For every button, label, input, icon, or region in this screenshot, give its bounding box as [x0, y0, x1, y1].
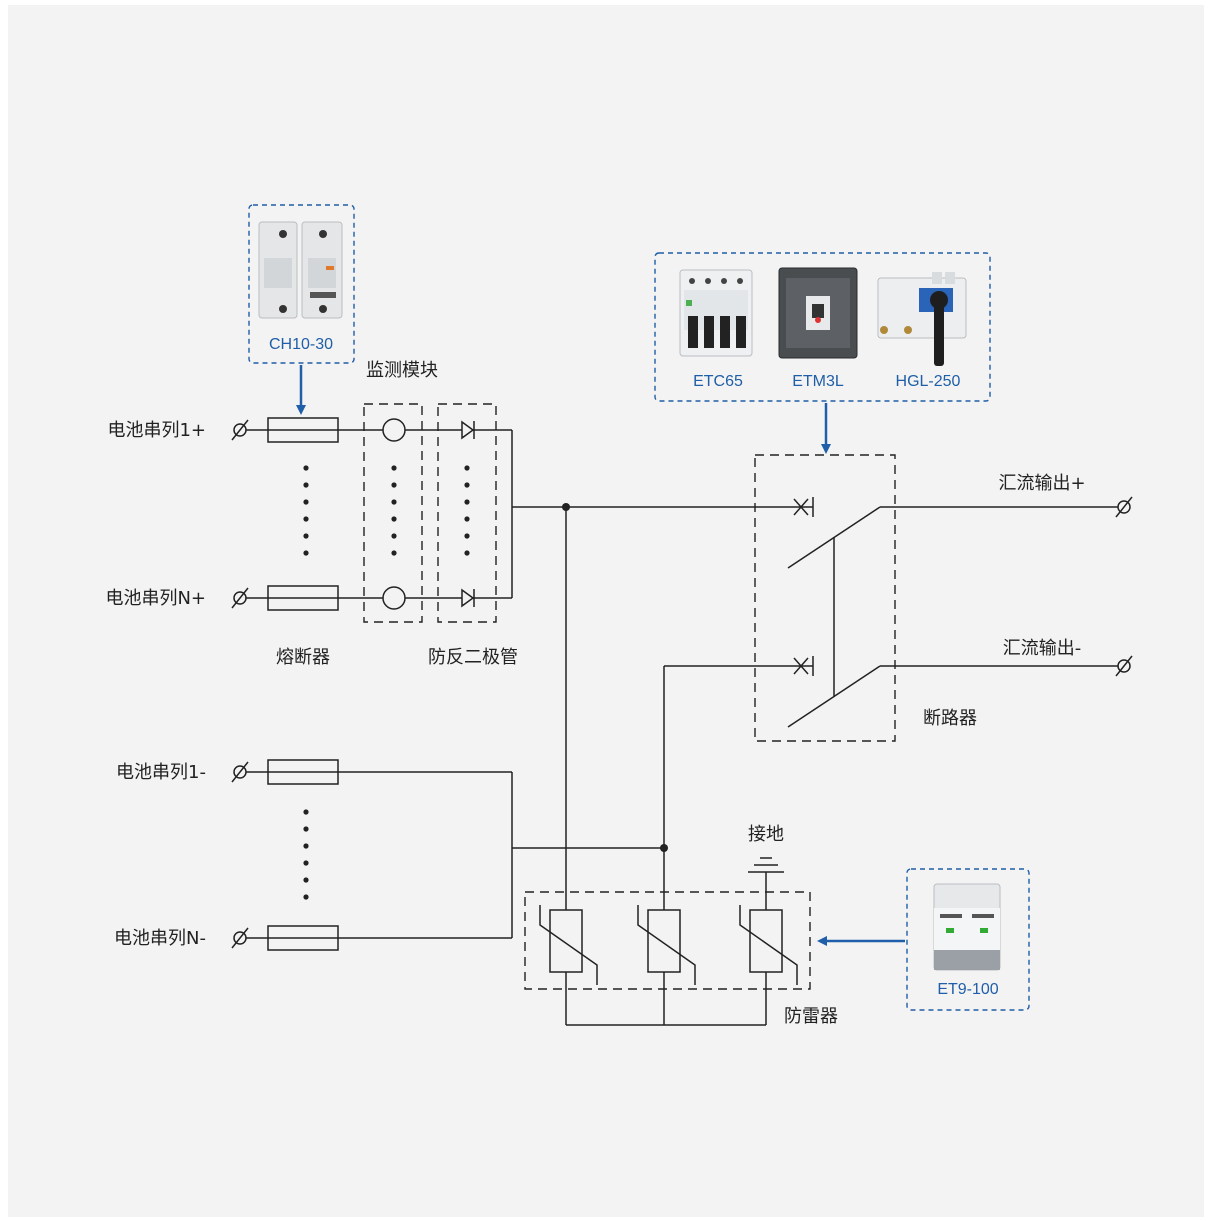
surge-protector-symbol	[524, 872, 811, 1026]
label-ground: 接地	[748, 824, 784, 845]
isolator-switch-product-icon	[877, 272, 967, 366]
mcb-product-icon	[679, 269, 753, 357]
positive-inputs	[231, 403, 513, 623]
fuse-holder-callout: CH10-30	[248, 204, 355, 364]
diode-n	[461, 588, 475, 608]
label-string-n-plus: 电池串列N+	[105, 588, 206, 609]
label-string-1-minus: 电池串列1-	[116, 762, 206, 783]
label-string-1-plus: 电池串列1+	[107, 420, 206, 441]
terminal-output-plus	[1115, 496, 1133, 518]
model-etc65: ETC65	[693, 373, 743, 390]
terminal-output-minus	[1115, 655, 1133, 677]
monitor-module-box	[363, 403, 423, 623]
negative-inputs	[231, 759, 513, 951]
label-circuit-breaker: 断路器	[923, 708, 977, 729]
label-output-plus: 汇流输出+	[998, 473, 1085, 494]
diode-1	[461, 420, 475, 440]
spd-product-icon	[933, 883, 1001, 971]
circuit-breaker-symbol	[754, 454, 896, 742]
current-sensor-n	[382, 586, 406, 610]
label-blocking-diode: 防反二极管	[428, 647, 518, 668]
mccb-product-icon	[778, 267, 858, 359]
fuse-holder-product-icon	[258, 221, 343, 319]
ellipsis-dots-minus	[303, 809, 309, 900]
model-et9-100: ET9-100	[937, 981, 998, 998]
model-etm3l: ETM3L	[792, 373, 844, 390]
ground-symbol	[748, 857, 784, 873]
label-string-n-minus: 电池串列N-	[114, 928, 206, 949]
model-hgl-250: HGL-250	[896, 373, 961, 390]
diode-box	[437, 403, 497, 623]
ellipsis-dots-plus	[303, 465, 470, 556]
label-fuse: 熔断器	[276, 647, 330, 668]
current-sensor-1	[382, 418, 406, 442]
model-ch10-30: CH10-30	[269, 336, 333, 353]
breaker-callout: ETC65 ETM3L HGL-250	[654, 252, 991, 402]
label-surge-protector: 防雷器	[784, 1006, 838, 1027]
label-output-minus: 汇流输出-	[1003, 638, 1082, 659]
background-panel	[8, 5, 1204, 1217]
spd-callout: ET9-100	[906, 868, 1030, 1011]
label-monitor-module: 监测模块	[366, 360, 438, 381]
